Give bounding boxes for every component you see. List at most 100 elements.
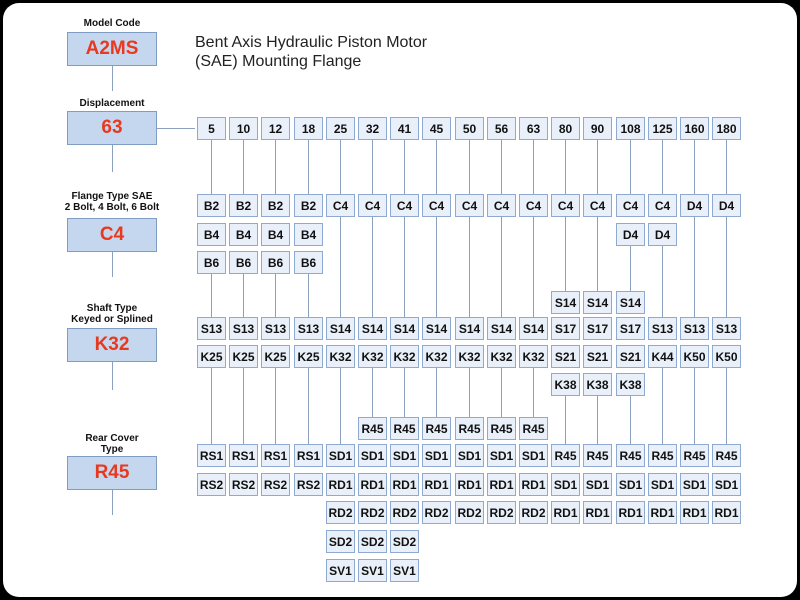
- column-connector: [275, 368, 276, 444]
- column-connector: [630, 140, 631, 194]
- column-connector: [469, 217, 470, 317]
- cover-cell: RD1: [358, 473, 387, 496]
- cover-cell: RD1: [680, 501, 709, 524]
- displacement-cell: 32: [358, 117, 387, 140]
- displacement-cell: 125: [648, 117, 677, 140]
- column-connector: [243, 368, 244, 444]
- cover-cell: R45: [551, 444, 580, 467]
- cover-cell: SD2: [390, 530, 419, 553]
- flange-cell: C4: [422, 194, 451, 217]
- shaft-cell: S14: [616, 291, 645, 314]
- flange-cell: D4: [616, 223, 645, 246]
- displacement-cell: 63: [519, 117, 548, 140]
- column-connector: [694, 217, 695, 317]
- column-connector: [533, 217, 534, 317]
- flange-cell: D4: [680, 194, 709, 217]
- cover-label-line-1: Rear Cover: [85, 433, 139, 444]
- column-connector: [597, 140, 598, 194]
- diagram-frame: Bent Axis Hydraulic Piston Motor (SAE) M…: [3, 3, 797, 597]
- rear-cover-label: Rear Cover Type: [57, 433, 167, 455]
- cover-cell: RD1: [712, 501, 741, 524]
- cover-cell: RS2: [261, 473, 290, 496]
- cover-cell: RD2: [422, 501, 451, 524]
- flange-cell: D4: [712, 194, 741, 217]
- displacement-cell: 56: [487, 117, 516, 140]
- cover-cell: R45: [712, 444, 741, 467]
- displacement-cell: 18: [294, 117, 323, 140]
- cover-cell: SV1: [326, 559, 355, 582]
- cover-cell: R45: [583, 444, 612, 467]
- flange-cell: B2: [294, 194, 323, 217]
- title-line-2: (SAE) Mounting Flange: [195, 53, 362, 70]
- cover-cell: R45: [648, 444, 677, 467]
- displacement-cell: 80: [551, 117, 580, 140]
- column-connector: [597, 217, 598, 291]
- shaft-cell: S14: [487, 317, 516, 340]
- column-connector: [404, 368, 405, 417]
- column-connector: [694, 368, 695, 444]
- cover-cell: RS1: [197, 444, 226, 467]
- column-connector: [308, 274, 309, 317]
- column-connector: [308, 368, 309, 444]
- column-connector: [340, 140, 341, 194]
- shaft-cell: S14: [422, 317, 451, 340]
- column-connector: [243, 140, 244, 194]
- shaft-cell: K25: [261, 345, 290, 368]
- column-connector: [436, 217, 437, 317]
- cover-cell: R45: [616, 444, 645, 467]
- cover-cell: RD1: [422, 473, 451, 496]
- displacement-cell: 5: [197, 117, 226, 140]
- column-connector: [404, 140, 405, 194]
- cover-cell: SD1: [583, 473, 612, 496]
- cover-cell: SD1: [648, 473, 677, 496]
- shaft-cell: S14: [551, 291, 580, 314]
- cover-cell: RD2: [390, 501, 419, 524]
- cover-cell: SD1: [326, 444, 355, 467]
- cover-cell: RD2: [487, 501, 516, 524]
- shaft-cell: S17: [616, 317, 645, 340]
- flange-cell: C4: [326, 194, 355, 217]
- shaft-cell: K38: [551, 373, 580, 396]
- cover-cell: RS2: [229, 473, 258, 496]
- column-connector: [630, 246, 631, 291]
- cover-cell: SV1: [390, 559, 419, 582]
- column-connector: [501, 368, 502, 417]
- column-connector: [211, 368, 212, 444]
- flange-label-line-2: 2 Bolt, 4 Bolt, 6 Bolt: [64, 202, 160, 213]
- cover-cell: R45: [487, 417, 516, 440]
- cover-cell: RD1: [326, 473, 355, 496]
- cover-cell: SD1: [551, 473, 580, 496]
- shaft-cell: K32: [519, 345, 548, 368]
- cover-cell: RD1: [455, 473, 484, 496]
- column-connector: [726, 217, 727, 317]
- column-connector: [597, 396, 598, 444]
- column-connector: [533, 368, 534, 417]
- column-connector: [275, 140, 276, 194]
- cover-cell: RD1: [519, 473, 548, 496]
- shaft-cell: S14: [358, 317, 387, 340]
- cover-cell: RD1: [551, 501, 580, 524]
- cover-cell: SD1: [422, 444, 451, 467]
- cover-cell: RD2: [455, 501, 484, 524]
- shaft-cell: K32: [390, 345, 419, 368]
- shaft-cell: K32: [455, 345, 484, 368]
- model-code-label: Model Code: [83, 18, 141, 29]
- shaft-cell: K25: [294, 345, 323, 368]
- displacement-cell: 50: [455, 117, 484, 140]
- shaft-cell: S13: [197, 317, 226, 340]
- flange-cell: C4: [358, 194, 387, 217]
- flange-cell: C4: [487, 194, 516, 217]
- column-connector: [372, 140, 373, 194]
- cover-cell: R45: [422, 417, 451, 440]
- column-connector: [501, 140, 502, 194]
- displacement-cell: 90: [583, 117, 612, 140]
- model-connector: [112, 66, 113, 91]
- shaft-type-label: Shaft Type Keyed or Splined: [47, 303, 177, 325]
- flange-type-label: Flange Type SAE 2 Bolt, 4 Bolt, 6 Bolt: [47, 191, 177, 213]
- flange-cell: B2: [261, 194, 290, 217]
- shaft-cell: K38: [583, 373, 612, 396]
- cover-connector: [112, 490, 113, 515]
- shaft-code-box: K32: [67, 328, 157, 362]
- column-connector: [565, 396, 566, 444]
- column-connector: [662, 246, 663, 317]
